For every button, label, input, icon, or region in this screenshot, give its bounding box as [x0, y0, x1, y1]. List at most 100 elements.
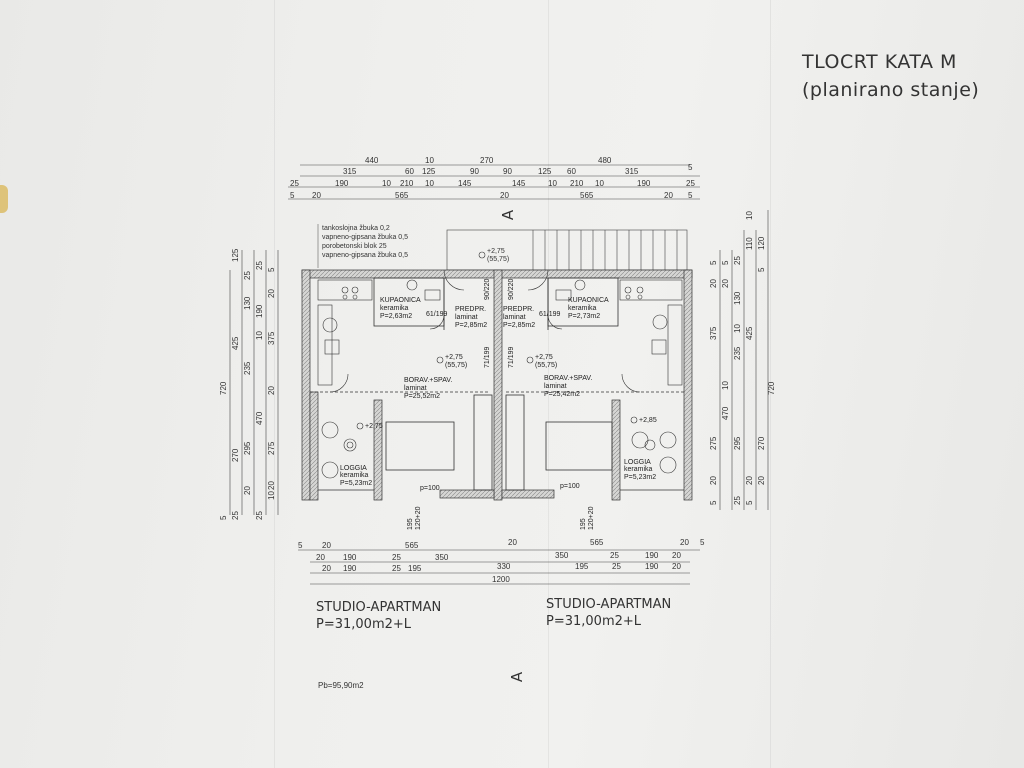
dim-text: 10 [255, 331, 264, 340]
dim-text: +2,85 [639, 417, 657, 424]
dim-text: 20 [709, 279, 718, 288]
room-area: P=5,23m2 [340, 480, 372, 487]
dim-text: 20 [757, 476, 766, 485]
dim-text: 90/220 [484, 278, 491, 300]
dim-text: 425 [745, 326, 754, 340]
dim-text: 25 [612, 562, 621, 571]
dim-text: 25 [243, 271, 252, 280]
dim-text: +2,75 [365, 423, 383, 430]
dim-text: 440 [365, 156, 379, 165]
dim-text: 90/220 [508, 278, 515, 300]
dim-text: 190 [645, 551, 659, 560]
kitchen-right [619, 279, 683, 386]
dim-text: 25 [255, 511, 264, 520]
top-dimension-lines [288, 164, 700, 200]
legend-line: vapneno-gipsana žbuka 0,5 [322, 252, 408, 259]
kitchen-left [317, 279, 373, 386]
dim-text: 270 [757, 436, 766, 450]
dim-text: 275 [267, 441, 276, 455]
dim-text: 145 [458, 179, 472, 188]
room-floor: keramika [624, 466, 653, 473]
dim-text: 145 [512, 179, 526, 188]
dim-text: 20 [500, 191, 509, 200]
dim-text: 565 [405, 541, 419, 550]
dim-text: 25 [733, 496, 742, 505]
right-dimension-lines [719, 210, 769, 510]
dim-text: 5 [745, 500, 754, 505]
dim-text: (55,75) [535, 362, 557, 369]
room-area: P=2,73m2 [568, 313, 600, 320]
title-line-1: TLOCRT KATA M [802, 51, 957, 73]
dim-text: 5 [709, 260, 718, 265]
dim-text: 270 [480, 156, 494, 165]
dim-text: 5 [290, 191, 295, 200]
dim-text: p=100 [420, 485, 440, 492]
dim-text: 190 [637, 179, 651, 188]
dim-text: 5 [721, 260, 730, 265]
top-dimension-texts: 440 10 270 480 315 60 125 90 90 125 60 3… [290, 156, 695, 200]
apartment-label-right: STUDIO-APARTMAN P=31,00m2+L [546, 596, 671, 630]
dim-text: 71/199 [508, 346, 515, 368]
dim-text: 71/199 [484, 346, 491, 368]
dim-text: 470 [721, 406, 730, 420]
dim-text: 125 [231, 248, 240, 262]
legend-line: tankoslojna žbuka 0,2 [322, 225, 390, 232]
dim-text: 20 [672, 562, 681, 571]
dim-text: 190 [335, 179, 349, 188]
dim-text: 130 [733, 291, 742, 305]
dim-text: 20 [672, 551, 681, 560]
dim-text: +2,75 [445, 354, 463, 361]
svg-text:120+20: 120+20 [588, 506, 595, 530]
room-floor: laminat [404, 385, 427, 392]
legend-line: porobetonski blok 25 [322, 243, 387, 250]
bottom-dimension-lines [298, 549, 700, 585]
dim-text: 190 [343, 564, 357, 573]
level-marks: +2,75 (55,75) +2,75 (55,75) +2,75 +2,85 … [356, 311, 657, 492]
dim-text: p=100 [560, 483, 580, 490]
apartment-area: P=31,00m2+L [316, 617, 412, 632]
dim-text: 10 [595, 179, 604, 188]
dim-text: 375 [267, 331, 276, 345]
room-floor: laminat [503, 314, 526, 321]
dim-text: 20 [680, 538, 689, 547]
room-area: P=2,63m2 [380, 313, 412, 320]
dim-text: 470 [255, 411, 264, 425]
dim-text: 10 [721, 381, 730, 390]
loggia-furniture [321, 421, 677, 479]
door-swings [329, 269, 641, 393]
room-area: P=25,52m2 [404, 393, 440, 400]
dim-text: 235 [243, 361, 252, 375]
dim-text: 330 [497, 562, 511, 571]
left-dimension-lines [229, 250, 279, 515]
dim-text: 565 [580, 191, 594, 200]
dim-text: 10 [382, 179, 391, 188]
dim-text: 125 [538, 167, 552, 176]
dim-text: 90 [470, 167, 479, 176]
dim-text: (55,75) [445, 362, 467, 369]
dim-text: 190 [645, 562, 659, 571]
dim-text: +2,75 [535, 354, 553, 361]
dim-text: 5 [219, 515, 228, 520]
dim-text: 20 [316, 553, 325, 562]
dim-text: 25 [231, 511, 240, 520]
dim-text: 5 [298, 541, 303, 550]
dim-text: 90 [503, 167, 512, 176]
dim-text: 25 [686, 179, 695, 188]
stair-level: +2,75 (55,75) [478, 248, 509, 263]
dim-text: (55,75) [487, 256, 509, 263]
interior-walls [310, 277, 684, 491]
apartment-name: STUDIO-APARTMAN [546, 597, 672, 612]
dim-text: 5 [757, 267, 766, 272]
staircase [446, 229, 688, 271]
svg-text:195: 195 [407, 518, 414, 530]
room-name: LOGGIA [340, 465, 367, 472]
dim-text: 315 [343, 167, 357, 176]
svg-text:120+20: 120+20 [415, 506, 422, 530]
gross-area: Pb=95,90m2 [318, 681, 364, 690]
bottom-dimension-texts: 5 20 565 20 565 20 5 20 190 25 350 350 2… [298, 538, 705, 584]
paper-fold [274, 0, 275, 768]
dim-text: 20 [508, 538, 517, 547]
dim-text: 275 [709, 436, 718, 450]
dim-text: 25 [733, 256, 742, 265]
dim-text: 190 [343, 553, 357, 562]
